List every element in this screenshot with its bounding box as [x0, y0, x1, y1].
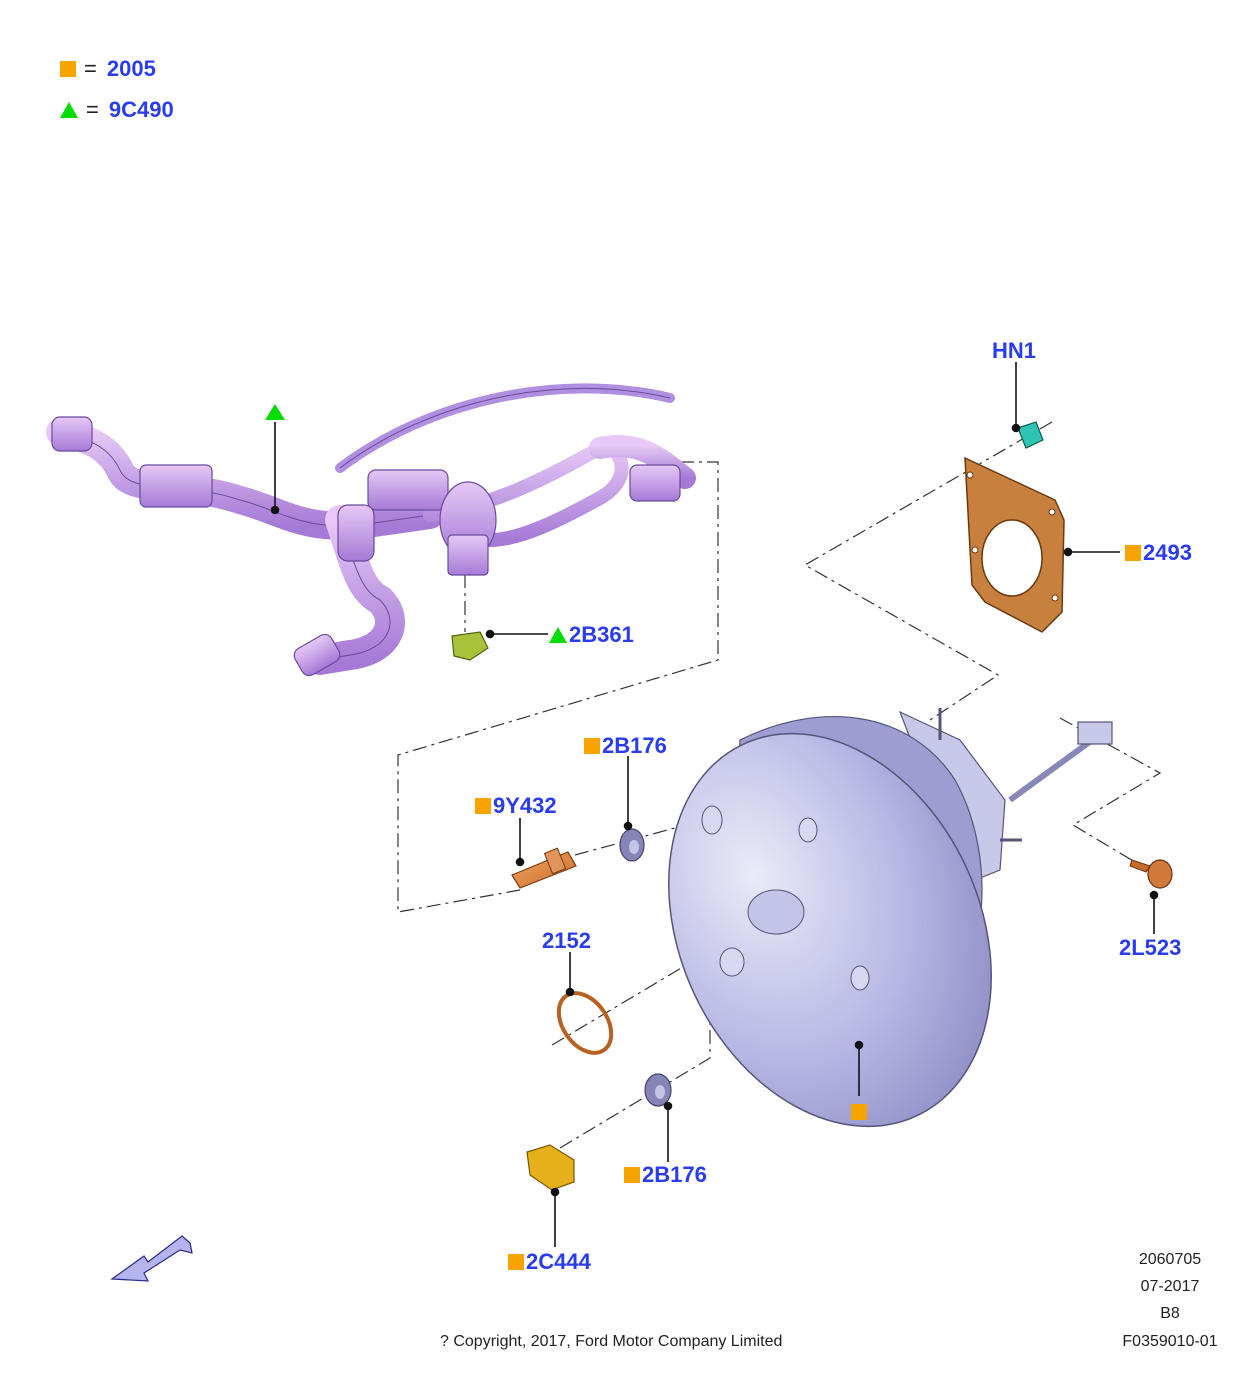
legend-row-triangle: = 9C490: [60, 97, 174, 123]
square-marker-icon: [1125, 545, 1141, 561]
grommet-part-2b176-lower: [644, 1073, 672, 1107]
figure-number: F0359010-01: [1122, 1333, 1218, 1350]
square-marker-icon: [851, 1104, 867, 1120]
valve-part-2b361: [451, 631, 489, 661]
leader-sensor: [559, 960, 711, 1149]
callout-2l523: 2L523: [1119, 935, 1182, 960]
leader-oring: [551, 929, 746, 1046]
legend-code-triangle: 9C490: [108, 97, 174, 122]
callout-2b361: 2B361: [549, 622, 634, 648]
triangle-marker-icon: [549, 627, 567, 643]
square-marker-icon: [584, 738, 600, 754]
callout-leaders: [270, 362, 1159, 1247]
triangle-marker-icon: [60, 102, 78, 118]
triangle-marker-icon: [265, 404, 285, 420]
leader-stud-to-gasket: [803, 421, 1053, 721]
check-valve-part-9y432: [511, 847, 577, 889]
legend-code-square: 2005: [106, 56, 156, 81]
grommet-part-2b176-upper: [619, 828, 645, 862]
leader-rod-to-clevis: [1059, 717, 1162, 866]
brake-booster: [668, 708, 1113, 1128]
o-ring-part-2152: [556, 991, 614, 1055]
square-marker-icon: [475, 798, 491, 814]
diagram-revision: B8: [1160, 1305, 1180, 1322]
diagram-code: 2060705: [1138, 1251, 1202, 1268]
view-direction-arrow-icon: [110, 1235, 193, 1282]
leader-hose-to-valve: [397, 461, 719, 913]
square-marker-icon: [624, 1167, 640, 1183]
callout-2c444: 2C444: [508, 1249, 591, 1275]
callout-2b176-lower: 2B176: [624, 1162, 707, 1188]
vacuum-hose-assembly: [46, 383, 696, 677]
callout-2493: 2493: [1125, 540, 1192, 566]
legend-equals: =: [86, 97, 99, 122]
diagram-date: 07-2017: [1140, 1278, 1200, 1295]
callout-9y432: 9Y432: [475, 793, 557, 819]
callout-hn1: HN1: [992, 338, 1037, 363]
square-marker-icon: [508, 1254, 524, 1270]
gasket-part-2493: [964, 456, 1065, 633]
legend-row-square: = 2005: [60, 56, 156, 82]
callout-2152: 2152: [542, 928, 591, 953]
square-marker-icon: [60, 61, 76, 77]
callout-2b176-upper: 2B176: [584, 733, 667, 759]
sensor-part-2c444: [526, 1144, 575, 1191]
clevis-pin-part-2l523: [1129, 859, 1173, 889]
stud-part-hn1: [1017, 421, 1044, 449]
legend-equals: =: [84, 56, 97, 81]
copyright-notice: ? Copyright, 2017, Ford Motor Company Li…: [440, 1333, 783, 1350]
